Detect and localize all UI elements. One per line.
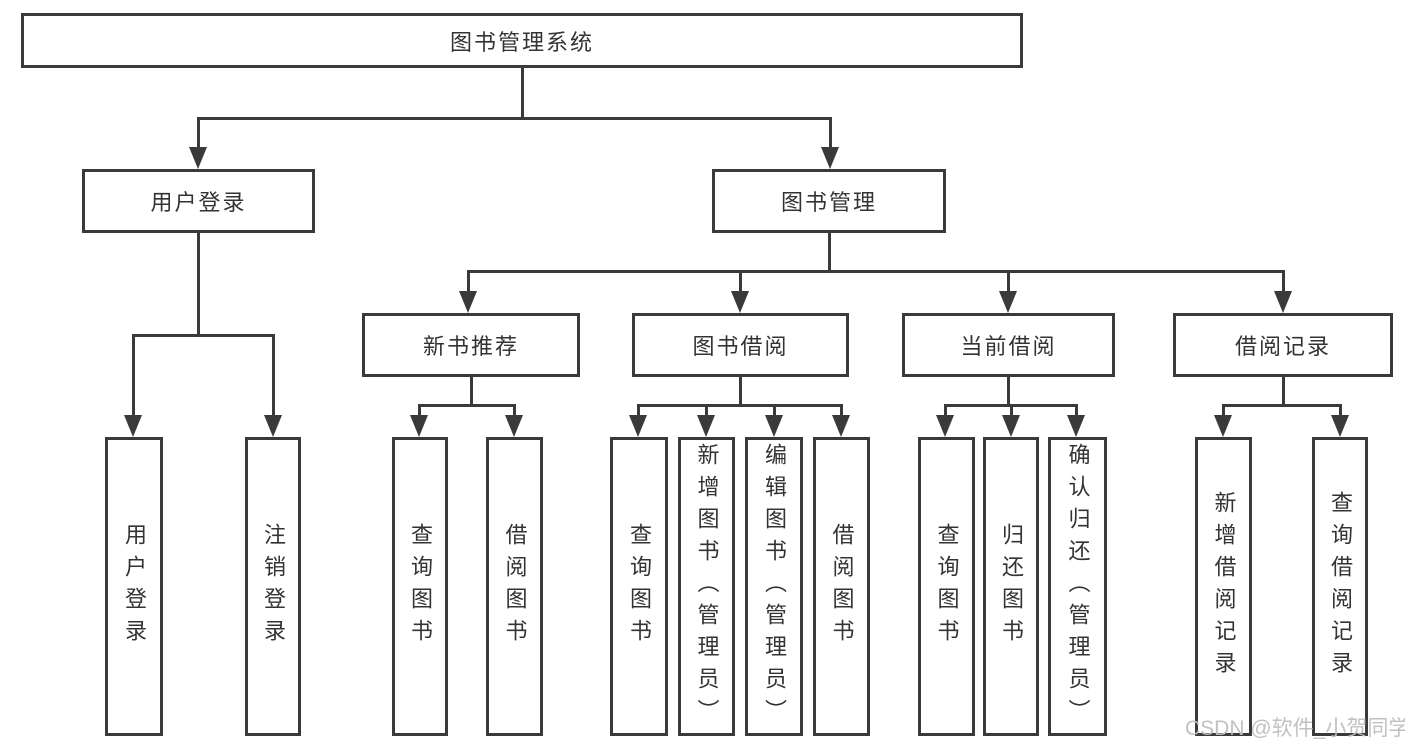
connector-drop xyxy=(829,117,832,151)
connector-drop xyxy=(197,117,200,151)
arrowhead-down-icon xyxy=(264,415,282,437)
node-label: 借阅图书 xyxy=(829,522,855,651)
connector-drop xyxy=(513,404,516,420)
leaf-query-books-current: 查询图书 xyxy=(918,437,975,736)
leaf-query-books-recommend: 查询图书 xyxy=(392,437,448,736)
connector-drop xyxy=(944,404,947,420)
node-label: 新增图书（管理员） xyxy=(694,442,720,731)
connector-stem xyxy=(470,377,473,407)
connector-drop xyxy=(705,404,708,420)
node-label: 当前借阅 xyxy=(960,334,1057,359)
node-label: 新增借阅记录 xyxy=(1211,490,1237,683)
leaf-confirm-return-admin: 确认归还（管理员） xyxy=(1048,437,1107,736)
arrowhead-down-icon xyxy=(459,291,477,313)
leaf-add-borrow-record: 新增借阅记录 xyxy=(1195,437,1252,736)
node-current-borrowing: 当前借阅 xyxy=(902,313,1115,377)
node-label: 新书推荐 xyxy=(422,334,519,359)
node-label: 查询图书 xyxy=(934,522,960,651)
node-user-login: 用户登录 xyxy=(82,169,315,233)
node-label: 编辑图书（管理员） xyxy=(762,442,787,731)
arrowhead-down-icon xyxy=(697,415,715,437)
node-label: 确认归还（管理员） xyxy=(1065,442,1091,731)
connector-stem xyxy=(1282,377,1285,407)
node-new-book-recommendation: 新书推荐 xyxy=(362,313,580,377)
connector-stem xyxy=(828,233,831,273)
arrowhead-down-icon xyxy=(1331,415,1349,437)
node-label: 借阅记录 xyxy=(1234,334,1331,359)
node-label: 归还图书 xyxy=(999,522,1024,651)
arrowhead-down-icon xyxy=(731,291,749,313)
arrowhead-down-icon xyxy=(1274,291,1292,313)
connector-rail xyxy=(637,404,843,407)
connector-stem xyxy=(1007,377,1010,407)
leaf-borrow-books-recommend: 借阅图书 xyxy=(486,437,543,736)
watermark-text: CSDN @软件_小贺同学 xyxy=(1185,717,1405,740)
connector-rail xyxy=(1222,404,1342,407)
leaf-borrow-books: 借阅图书 xyxy=(813,437,870,736)
leaf-return-books: 归还图书 xyxy=(983,437,1039,736)
node-label: 注销登录 xyxy=(261,522,286,651)
connector-drop xyxy=(1339,404,1342,420)
connector-drop xyxy=(1282,270,1285,295)
arrowhead-down-icon xyxy=(1214,415,1232,437)
arrowhead-down-icon xyxy=(629,415,647,437)
node-label: 查询借阅记录 xyxy=(1328,490,1353,683)
connector-root-rail xyxy=(197,117,831,120)
connector-drop xyxy=(637,404,640,420)
arrowhead-down-icon xyxy=(410,415,428,437)
leaf-query-books-borrow: 查询图书 xyxy=(610,437,668,736)
arrowhead-down-icon xyxy=(999,291,1017,313)
arrowhead-down-icon xyxy=(124,415,142,437)
arrowhead-down-icon xyxy=(189,147,207,169)
node-library-management-system: 图书管理系统 xyxy=(21,13,1023,68)
leaf-logout: 注销登录 xyxy=(245,437,301,736)
node-label: 查询图书 xyxy=(627,522,652,651)
node-label: 图书借阅 xyxy=(692,334,789,359)
connector-drop xyxy=(1007,270,1010,295)
node-borrowing-records: 借阅记录 xyxy=(1173,313,1393,377)
connector-drop xyxy=(1075,404,1078,420)
node-book-management: 图书管理 xyxy=(712,169,946,233)
connector-drop xyxy=(840,404,843,420)
arrowhead-down-icon xyxy=(1067,415,1085,437)
connector-stem xyxy=(739,377,742,407)
leaf-add-books-admin: 新增图书（管理员） xyxy=(678,437,735,736)
connector-root-stem xyxy=(521,68,524,120)
arrowhead-down-icon xyxy=(505,415,523,437)
connector-drop xyxy=(418,404,421,420)
arrowhead-down-icon xyxy=(1002,415,1020,437)
arrowhead-down-icon xyxy=(832,415,850,437)
arrowhead-down-icon xyxy=(936,415,954,437)
arrowhead-down-icon xyxy=(765,415,783,437)
connector-drop xyxy=(272,334,275,419)
leaf-edit-books-admin: 编辑图书（管理员） xyxy=(745,437,803,736)
connector-rail xyxy=(132,334,275,337)
connector-drop xyxy=(1222,404,1225,420)
node-label: 借阅图书 xyxy=(502,522,528,651)
leaf-user-login: 用户登录 xyxy=(105,437,163,736)
leaf-query-borrow-record: 查询借阅记录 xyxy=(1312,437,1368,736)
node-label: 图书管理系统 xyxy=(449,29,594,55)
node-book-borrowing: 图书借阅 xyxy=(632,313,849,377)
connector-stem xyxy=(197,233,200,337)
connector-rail xyxy=(467,270,1284,273)
connector-drop xyxy=(1010,404,1013,420)
connector-drop xyxy=(132,334,135,419)
connector-rail xyxy=(418,404,516,407)
node-label: 查询图书 xyxy=(408,522,433,651)
node-label: 用户登录 xyxy=(150,190,247,215)
connector-drop xyxy=(739,270,742,295)
connector-drop xyxy=(467,270,470,295)
arrowhead-down-icon xyxy=(821,147,839,169)
node-label: 用户登录 xyxy=(122,522,147,651)
node-label: 图书管理 xyxy=(780,190,877,215)
connector-drop xyxy=(773,404,776,420)
